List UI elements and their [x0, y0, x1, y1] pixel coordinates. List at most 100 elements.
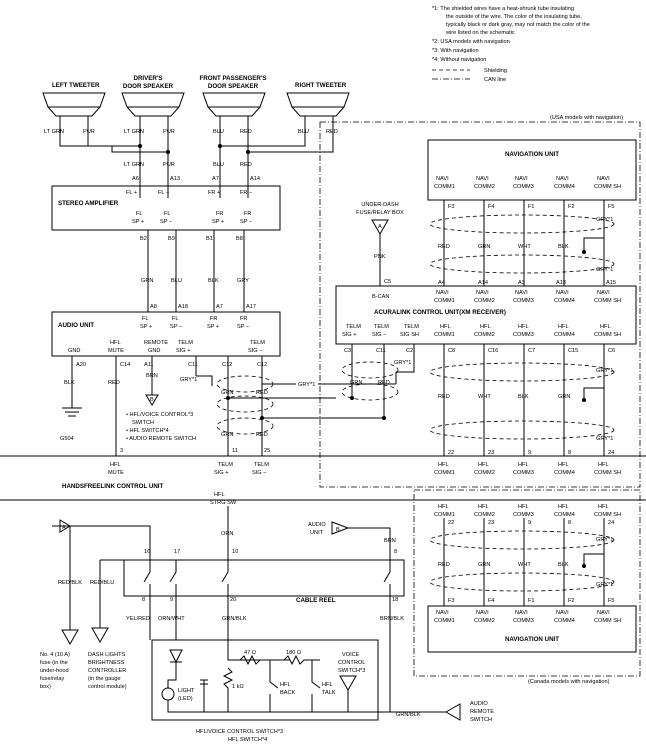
b-note: • HFL/VOICE CONTROL*3	[126, 412, 193, 418]
connector-a-triangle	[59, 519, 71, 533]
shield	[216, 417, 274, 435]
acura-comm: COMM3	[513, 332, 534, 338]
switch-title: HFL SWITCH*4	[228, 737, 267, 743]
wire-color: GRY*1	[596, 582, 613, 588]
amp-sp-plus: SP +	[212, 219, 224, 225]
wire-color: RED	[438, 244, 450, 250]
nav-unit-title: NAVIGATION UNIT	[505, 636, 559, 643]
pin-label: 8	[142, 597, 145, 603]
wire-color: GRY*1	[298, 382, 315, 388]
nav-navi: NAVI	[597, 176, 610, 182]
connector-b-triangle	[331, 521, 350, 535]
au-sp-plus: SP +	[207, 324, 219, 330]
voice-label: VOICE	[342, 652, 360, 658]
acura-comm: COMM1	[434, 332, 455, 338]
acura-comm: COMM1	[434, 298, 455, 304]
pin-label: A13	[170, 176, 180, 182]
dash-label: BRIGHTNESS	[88, 660, 125, 666]
acura-bcan: B-CAN	[372, 294, 389, 300]
ground-label: G504	[60, 436, 74, 442]
pin-label: B8	[236, 236, 243, 242]
acura-hfl: HFL	[440, 324, 451, 330]
note-1d: wire listed on the schematic	[445, 30, 515, 36]
audio-unit-ref: UNIT	[310, 530, 324, 536]
pin-label: F1	[528, 598, 535, 604]
front-pass-label-1: FRONT PASSENGER'S	[199, 75, 266, 82]
pin-label: A14	[250, 176, 260, 182]
pin-label: 8	[568, 520, 571, 526]
hfl-label: HFL	[478, 504, 489, 510]
wire-color: RED	[256, 432, 268, 438]
pin-label: B9	[168, 236, 175, 242]
dash-label: (in the gauge	[88, 676, 121, 682]
wire-color: LT GRN	[124, 129, 144, 135]
au-remote: REMOTE	[144, 340, 168, 346]
nav-navi: NAVI	[436, 176, 449, 182]
amp-fl: FL	[164, 211, 171, 217]
light-label: LIGHT	[178, 688, 195, 694]
hfl-label: HFL	[558, 504, 569, 510]
pin-label: 16	[144, 549, 150, 555]
left-tweeter-icon	[42, 92, 106, 117]
amp-fr: FR	[216, 211, 223, 217]
wire-color: WHT	[478, 394, 491, 400]
wire-color: WHT	[518, 244, 531, 250]
b-note: • HFL SWITCH*4	[126, 428, 169, 434]
wire-color: BRN	[384, 538, 396, 544]
au-sp-minus: SP −	[170, 324, 182, 330]
wire-color: GRN	[221, 390, 233, 396]
cable-reel-contact	[143, 560, 151, 596]
au-remote-gnd: GND	[148, 348, 160, 354]
hfl-label: HFL	[438, 504, 449, 510]
note-4: *4: Without navigation	[432, 57, 486, 63]
wire-color: RED	[256, 390, 268, 396]
pin-label: 8	[568, 450, 571, 456]
switch-label: HFL	[322, 682, 333, 688]
pin-label: 25	[264, 448, 270, 454]
wire-color: GRY*1	[596, 267, 613, 273]
nav-usa-wires: F3 F4 F1 F2 F5 GRY*1 RED GRN WHT BLK GRY…	[429, 200, 616, 286]
wire-color: BLU	[213, 129, 224, 135]
pin-label: 11	[232, 448, 238, 454]
pin-label: 23	[488, 450, 494, 456]
wire-color: BLK	[518, 394, 529, 400]
acura-comm: COMM4	[554, 332, 575, 338]
stereo-amplifier: FL + FL − FR + FR − STEREO AMPLIFIER FL …	[51, 185, 281, 231]
amp-sp-minus: SP −	[160, 219, 172, 225]
hfl-label: HFL	[478, 462, 489, 468]
acura-comm: COMM4	[554, 298, 575, 304]
note-2: *2: USA models with navigation	[432, 39, 510, 45]
drivers-speaker-icon	[121, 92, 185, 117]
pin-label: C16	[488, 348, 498, 354]
pin-label: F5	[608, 204, 615, 210]
fuse-box-label: FUSE/RELAY BOX	[356, 210, 404, 216]
nav-navi: NAVI	[476, 610, 489, 616]
fuse-label: under-hood	[40, 668, 69, 674]
pin-label: F3	[448, 598, 455, 604]
capacitor-icon	[200, 679, 208, 685]
pin-label: 24	[608, 520, 614, 526]
pin-label: 9	[170, 597, 173, 603]
pin-label: A7	[212, 176, 219, 182]
hfl-label: HFL	[598, 504, 609, 510]
fuse-label: fuse/relay	[40, 676, 64, 682]
connector-a-triangle	[371, 219, 389, 236]
wire-color: ORN/WHT	[158, 616, 185, 622]
note-1: *1: The shielded wires have a heat-shrun…	[432, 6, 574, 12]
cable-reel-contact	[221, 560, 229, 596]
note-3: *3: With navigation	[432, 48, 479, 54]
lower-wires: ORN 10 AUDIO UNIT B BRN 8 A 16 17 CABLE …	[40, 506, 405, 712]
pin-label: 3	[120, 448, 123, 454]
pin-label: 10	[232, 549, 238, 555]
wire-color: LT GRN	[44, 129, 64, 135]
wire-color: WHT	[518, 562, 531, 568]
hfl-comm: COMM3	[513, 512, 534, 518]
wire-color: GRY*1	[596, 537, 613, 543]
right-tweeter-icon	[286, 92, 350, 117]
acura-telm: TELM	[374, 324, 389, 330]
wire-color: BLU	[213, 162, 224, 168]
pin-label: C15	[568, 348, 578, 354]
hfl-sig: SIG −	[252, 470, 266, 476]
audio-unit: AUDIO UNIT FL SP + FL SP − FR SP + FR SP…	[51, 311, 281, 357]
audio-unit-title: AUDIO UNIT	[58, 322, 94, 329]
